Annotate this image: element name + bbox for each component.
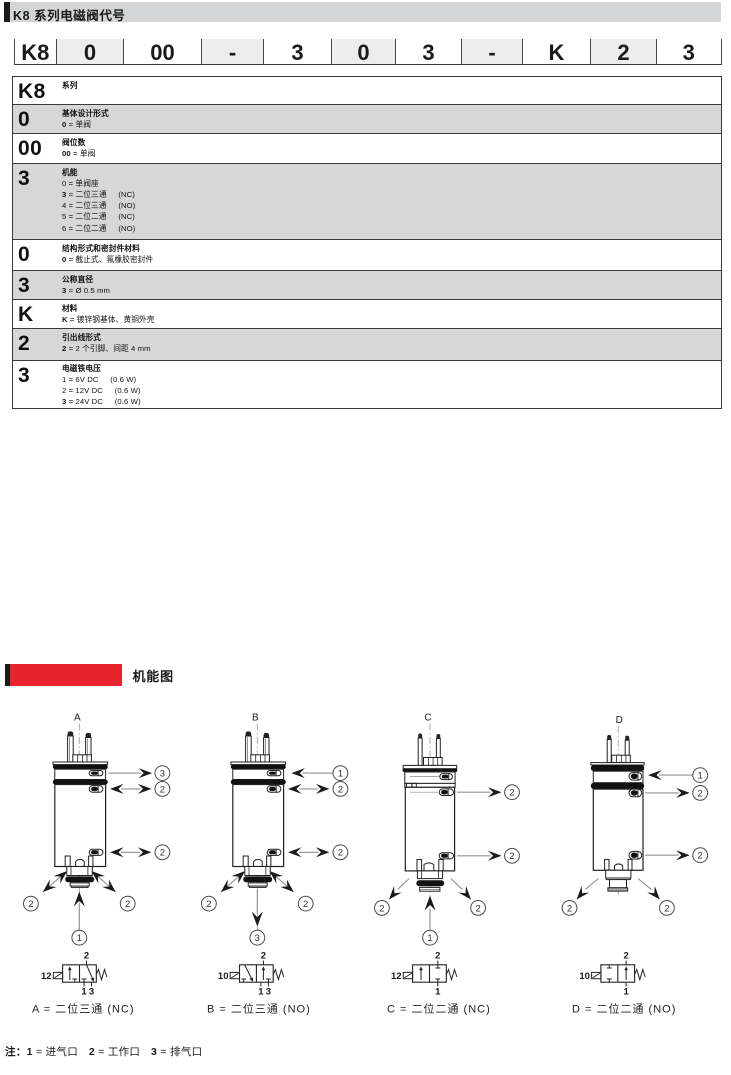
svg-text:2: 2 (338, 848, 343, 859)
svg-text:注：1 = 进气口 2 = 工作口 3 = 排气口: 注：1 = 进气口 2 = 工作口 3 = 排气口 (5, 1045, 202, 1058)
svg-text:10: 10 (218, 971, 229, 982)
svg-text:1: 1 (427, 933, 432, 944)
svg-text:1: 1 (258, 987, 264, 998)
svg-text:1: 1 (698, 771, 703, 782)
svg-text:A = 二位三通 (NC): A = 二位三通 (NC) (32, 1002, 135, 1016)
svg-text:2: 2 (698, 788, 703, 799)
svg-text:1: 1 (435, 987, 441, 998)
svg-text:10: 10 (579, 971, 590, 982)
svg-text:3: 3 (255, 933, 260, 944)
svg-text:3: 3 (266, 987, 271, 998)
svg-text:2: 2 (261, 950, 266, 961)
svg-text:B: B (252, 713, 259, 724)
svg-text:B = 二位三通 (NO): B = 二位三通 (NO) (207, 1002, 311, 1016)
svg-text:3: 3 (160, 769, 165, 780)
svg-text:2: 2 (338, 784, 343, 795)
svg-text:2: 2 (435, 950, 440, 961)
svg-text:2: 2 (125, 899, 130, 910)
svg-text:2: 2 (664, 903, 669, 914)
svg-text:12: 12 (41, 971, 52, 982)
svg-text:C: C (424, 713, 431, 724)
svg-text:2: 2 (160, 784, 165, 795)
svg-text:1: 1 (623, 987, 629, 998)
svg-text:12: 12 (391, 971, 402, 982)
svg-text:2: 2 (623, 950, 628, 961)
svg-text:2: 2 (698, 851, 703, 862)
svg-text:2: 2 (28, 899, 33, 910)
svg-text:1: 1 (338, 769, 343, 780)
svg-text:2: 2 (160, 848, 165, 859)
svg-text:C = 二位二通 (NC): C = 二位二通 (NC) (387, 1002, 491, 1016)
svg-text:2: 2 (84, 950, 89, 961)
svg-text:A: A (74, 713, 81, 724)
svg-text:2: 2 (509, 788, 514, 799)
svg-text:2: 2 (509, 851, 514, 862)
svg-text:1: 1 (81, 987, 87, 998)
svg-text:D = 二位二通 (NO): D = 二位二通 (NO) (572, 1002, 676, 1016)
svg-text:2: 2 (206, 899, 211, 910)
svg-text:3: 3 (89, 987, 94, 998)
svg-text:2: 2 (567, 903, 572, 914)
svg-text:1: 1 (77, 933, 82, 944)
svg-text:2: 2 (379, 903, 384, 914)
svg-text:D: D (616, 715, 623, 726)
svg-text:2: 2 (475, 903, 480, 914)
svg-text:2: 2 (303, 899, 308, 910)
